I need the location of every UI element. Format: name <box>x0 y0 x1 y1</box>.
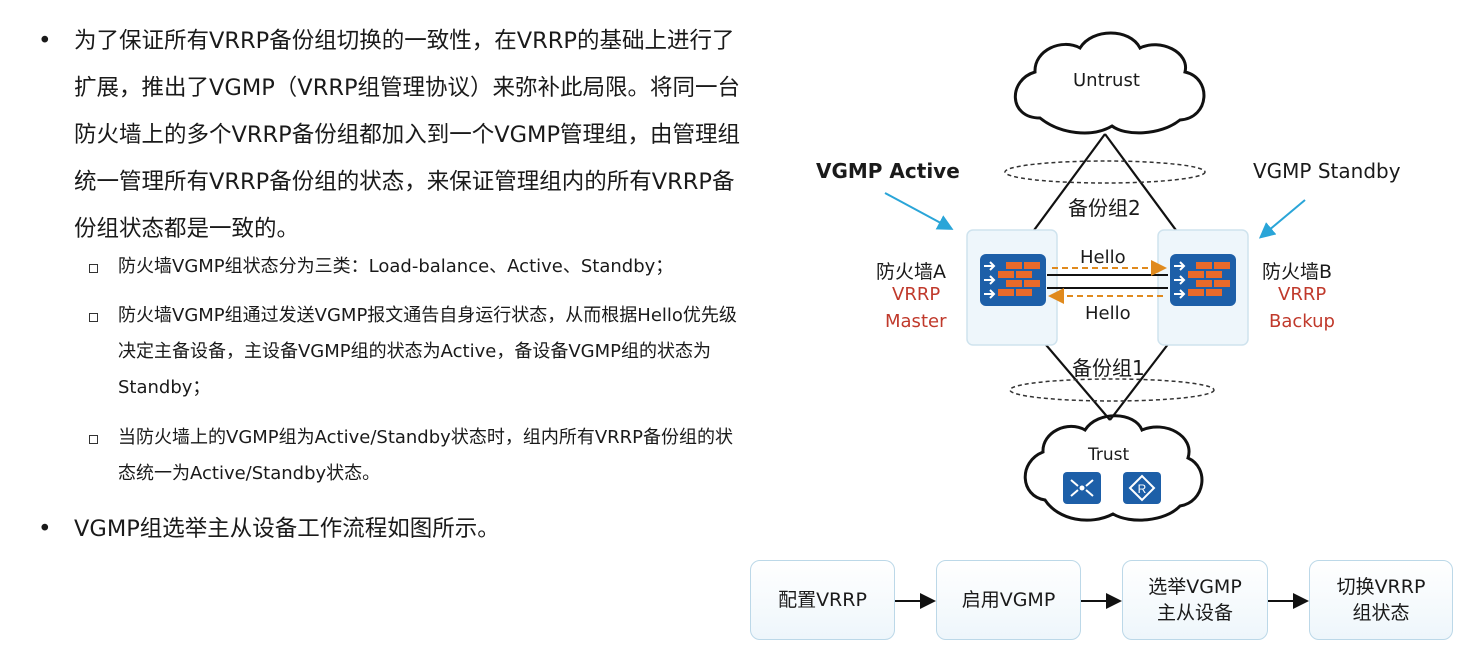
heartbeat-links <box>1047 260 1168 304</box>
flow-step-switch-vrrp: 切换VRRP 组状态 <box>1309 560 1453 640</box>
trust-label: Trust <box>1088 445 1130 465</box>
firewall-b-icon <box>1170 254 1236 306</box>
firewall-b-role-line2: Backup <box>1269 311 1335 332</box>
backup-group-1-label: 备份组1 <box>1072 356 1145 380</box>
sub-bullet-marker <box>89 435 98 444</box>
hello-top-label: Hello <box>1080 247 1126 268</box>
trust-cloud <box>1023 414 1204 522</box>
bullet-1-text: 为了保证所有VRRP备份组切换的一致性，在VRRP的基础上进行了扩展，推出了VG… <box>74 28 741 242</box>
svg-text:R: R <box>1138 482 1147 496</box>
hello-bottom-label: Hello <box>1085 303 1131 324</box>
firewall-a-name: 防火墙A <box>876 261 946 283</box>
vgmp-standby-label: VGMP Standby <box>1253 159 1401 183</box>
firewall-b-name: 防火墙B <box>1262 261 1333 283</box>
sub-bullet-2-text: 防火墙VGMP组通过发送VGMP报文通告自身运行状态，从而根据Hello优先级决… <box>118 305 737 398</box>
text-column: • 为了保证所有VRRP备份组切换的一致性，在VRRP的基础上进行了扩展，推出了… <box>38 28 741 542</box>
bullet-marker: • <box>38 516 52 542</box>
standby-pointer-arrow <box>1258 199 1306 239</box>
firewall-a-role-line2: Master <box>885 311 947 332</box>
flow-step-configure-vrrp: 配置VRRP <box>750 560 895 640</box>
flow-step-enable-vgmp: 启用VGMP <box>936 560 1081 640</box>
sub-bullet-marker <box>89 264 98 273</box>
bullet-2-text: VGMP组选举主从设备工作流程如图所示。 <box>74 516 500 542</box>
backup-group-1-ellipse <box>1009 378 1215 402</box>
sub-bullet-marker <box>89 313 98 322</box>
sub-bullet-1-text: 防火墙VGMP组状态分为三类：Load-balance、Active、Stand… <box>118 256 674 277</box>
vgmp-active-label: VGMP Active <box>816 159 960 183</box>
flow-step-elect-vgmp: 选举VGMP 主从设备 <box>1122 560 1268 640</box>
firewall-a-role-line1: VRRP <box>892 284 941 305</box>
backup-group-2-label: 备份组2 <box>1068 196 1141 220</box>
untrust-cloud <box>1013 31 1206 135</box>
switch-icon <box>1063 472 1101 504</box>
backup-group-2-ellipse <box>1004 160 1206 184</box>
untrust-label: Untrust <box>1073 70 1140 91</box>
router-icon: R <box>1123 472 1161 504</box>
bullet-marker: • <box>38 28 52 54</box>
sub-bullet-3-text: 当防火墙上的VGMP组为Active/Standby状态时，组内所有VRRP备份… <box>118 427 733 484</box>
active-pointer-arrow <box>884 192 954 230</box>
firewall-a-icon <box>980 254 1046 306</box>
firewall-b-role-line1: VRRP <box>1278 284 1327 305</box>
